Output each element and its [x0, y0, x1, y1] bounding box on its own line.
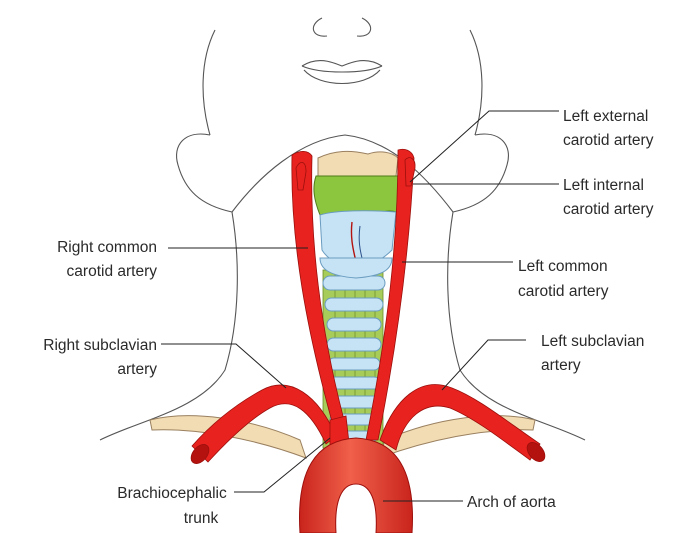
label-right-subclavian-line2: artery	[117, 361, 157, 378]
label-left-internal-carotid-line1: Left internal	[563, 177, 644, 194]
tracheal-ring-3	[327, 318, 381, 331]
leader-left-external-carotid	[410, 111, 559, 182]
face-features	[302, 18, 382, 84]
label-arch-of-aorta: Arch of aorta	[467, 494, 556, 511]
thyroid-cartilage	[314, 176, 400, 216]
label-right-common-carotid-line1: Right common	[57, 239, 157, 256]
label-left-internal-carotid-line2: carotid artery	[563, 201, 654, 218]
hyoid-bone	[318, 151, 398, 176]
label-left-subclavian-line1: Left subclavian	[541, 333, 644, 350]
label-left-external-carotid-line2: carotid artery	[563, 132, 654, 149]
label-left-common-carotid-line2: carotid artery	[518, 283, 609, 300]
upper-lip	[302, 61, 382, 66]
label-brachiocephalic-line1: Brachiocephalic	[117, 485, 227, 502]
tracheal-ring-5	[328, 358, 380, 370]
tracheal-ring-4	[327, 338, 381, 351]
label-right-subclavian-line1: Right subclavian	[43, 337, 157, 354]
label-left-external-carotid-line1: Left external	[563, 108, 648, 125]
label-left-common-carotid-line1: Left common	[518, 258, 608, 275]
label-right-common-carotid-line2: carotid artery	[67, 263, 158, 280]
nose-right	[357, 18, 371, 36]
leader-right-subclavian	[161, 344, 286, 388]
nose-left	[313, 18, 327, 36]
label-left-subclavian-line2: artery	[541, 357, 581, 374]
mouth-line	[302, 66, 382, 72]
label-brachiocephalic-line2: trunk	[184, 510, 219, 527]
larynx	[314, 151, 400, 278]
tracheal-ring-2	[325, 298, 383, 311]
